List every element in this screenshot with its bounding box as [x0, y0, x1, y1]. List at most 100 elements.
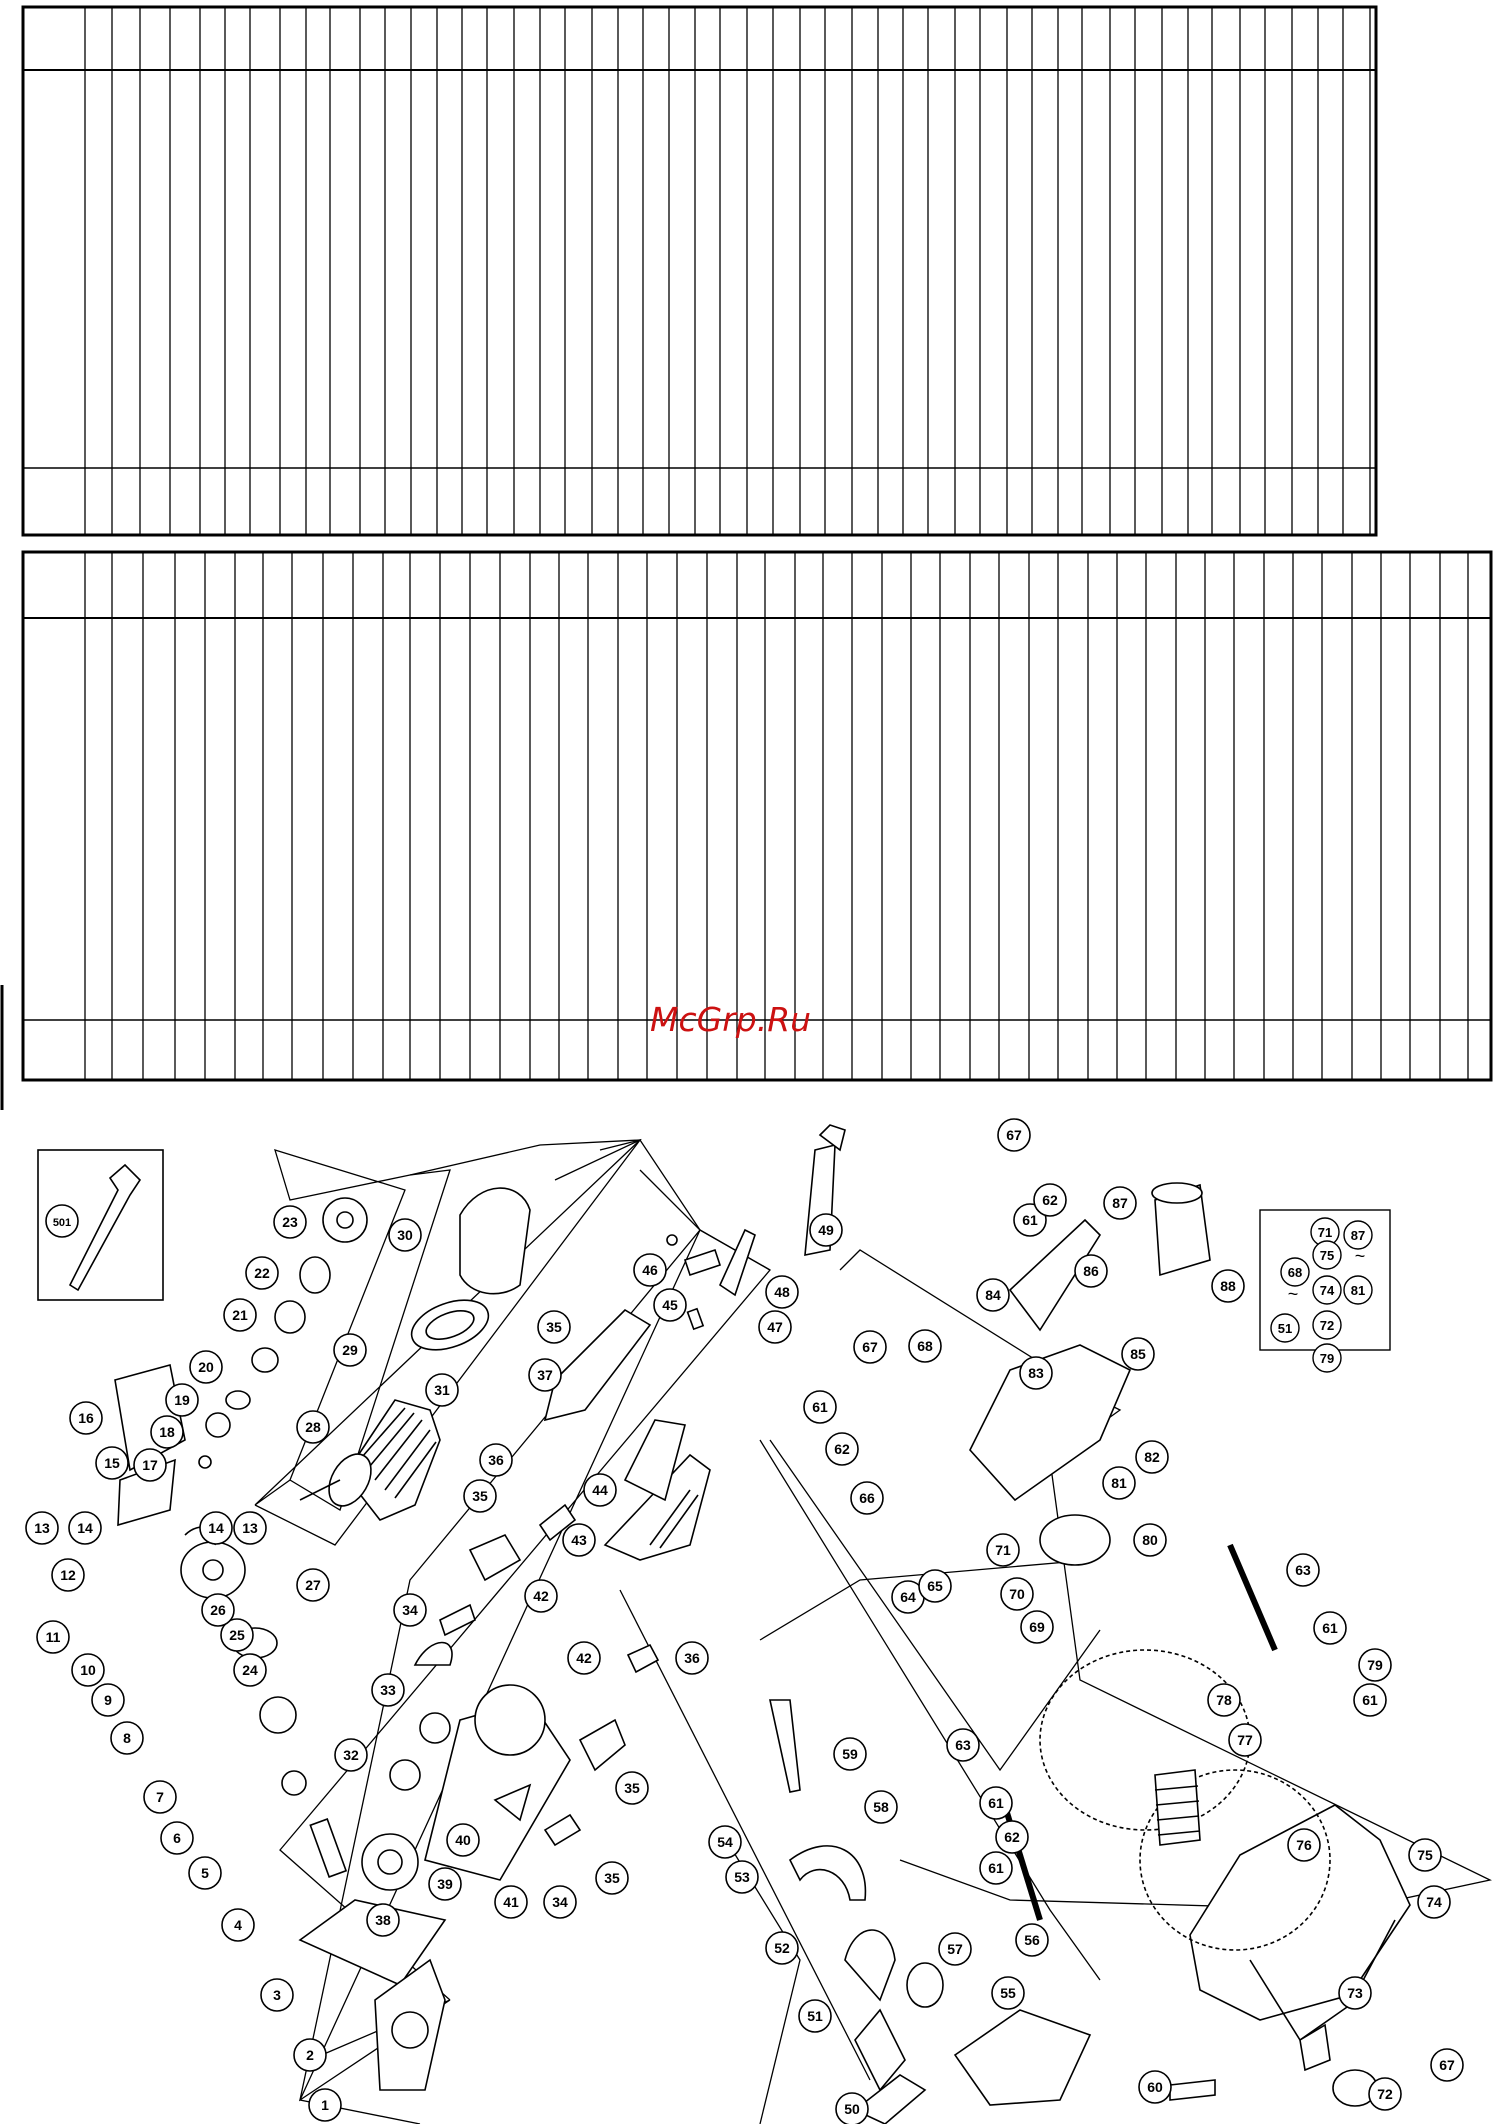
- callout-c38: 38: [366, 1903, 400, 1937]
- callout-circle: [853, 1330, 887, 1364]
- switch-part: [623, 1419, 686, 1502]
- callout-number: 35: [604, 1870, 620, 1886]
- callout-c21: 21: [223, 1298, 257, 1332]
- callout-number: 82: [1144, 1449, 1160, 1465]
- callout-number: 67: [1006, 1127, 1022, 1143]
- diamond-blade-part: [1039, 1649, 1251, 1831]
- callout-circle: [273, 1205, 307, 1239]
- callout-c17: 17: [133, 1448, 167, 1482]
- parts-table-top: [21, 5, 1378, 537]
- callout-circle: [1103, 1186, 1137, 1220]
- callout-c61f: 61: [1353, 1683, 1387, 1717]
- callout-number: 61: [988, 1795, 1004, 1811]
- wheel-guard-part: [1189, 1804, 1411, 2021]
- callout-c13a: 13: [25, 1511, 59, 1545]
- callout-c7: 7: [143, 1780, 177, 1814]
- callout-c2: 2: [293, 2038, 327, 2072]
- callout-number: 34: [402, 1602, 418, 1618]
- callout-number: 38: [375, 1912, 391, 1928]
- callout-c9: 9: [91, 1683, 125, 1717]
- field-part: [459, 1187, 531, 1295]
- callout-number: 52: [774, 1940, 790, 1956]
- callout-circle: [1013, 1203, 1047, 1237]
- setbox-circle: [1312, 1240, 1342, 1270]
- callout-c32: 32: [334, 1738, 368, 1772]
- callout-circle: [25, 1511, 59, 1545]
- callout-number: 61: [988, 1860, 1004, 1876]
- callout-number: 34: [552, 1894, 568, 1910]
- callout-c51: 51: [798, 1999, 832, 2033]
- callout-number: 61: [1362, 1692, 1378, 1708]
- setbox-number: 68: [1288, 1265, 1302, 1280]
- callout-circle: [979, 1851, 1013, 1885]
- setbox-circle: [1312, 1275, 1342, 1305]
- callout-number: 44: [592, 1482, 608, 1498]
- spindle-part: [309, 1818, 348, 1878]
- callout-circle: [825, 1432, 859, 1466]
- callout-number: 5: [201, 1865, 209, 1881]
- callout-c54: 54: [708, 1825, 742, 1859]
- callout-c85: 85: [1121, 1337, 1155, 1371]
- setbox-circle: [1270, 1313, 1300, 1343]
- callout-c31: 31: [425, 1373, 459, 1407]
- callout-circle: [446, 1823, 480, 1857]
- callout-c76: 76: [1287, 1828, 1321, 1862]
- setbox-circle: [1280, 1257, 1310, 1287]
- callout-number: 62: [834, 1441, 850, 1457]
- callout-c63b: 63: [946, 1728, 980, 1762]
- callout-circle: [1138, 2070, 1172, 2104]
- callout-number: 13: [242, 1520, 258, 1536]
- side-handle-part: [853, 2074, 927, 2124]
- callout-c66: 66: [850, 1481, 884, 1515]
- wrench-icon: [68, 1163, 142, 1292]
- callout-number: 6: [173, 1830, 181, 1846]
- callout-number: 77: [1237, 1732, 1253, 1748]
- callout-number: 59: [842, 1746, 858, 1762]
- setbox-tilde: ~: [1288, 1284, 1299, 1304]
- callout-circle: [71, 1653, 105, 1687]
- callout-number: 27: [305, 1577, 321, 1593]
- callout-c61a: 61: [1013, 1203, 1047, 1237]
- watermark-text: McGrp.Ru: [650, 1000, 812, 1039]
- setbox-number: 51: [1278, 1321, 1292, 1336]
- callout-number: 45: [662, 1297, 678, 1313]
- callout-c15: 15: [95, 1446, 129, 1480]
- callout-number: 88: [1220, 1278, 1236, 1294]
- callout-circle: [425, 1373, 459, 1407]
- armature-part: [299, 1399, 441, 1521]
- callout-number: 42: [533, 1588, 549, 1604]
- callout-c1: 1: [308, 2088, 342, 2122]
- callout-circle: [1207, 1683, 1241, 1717]
- callout-c57: 57: [938, 1932, 972, 1966]
- callout-circle: [537, 1310, 571, 1344]
- callout-c35b: 35: [537, 1310, 571, 1344]
- callout-number: 66: [859, 1490, 875, 1506]
- callout-number: 63: [1295, 1562, 1311, 1578]
- callout-circle: [1015, 1923, 1049, 1957]
- callout-c50: 50: [835, 2092, 869, 2124]
- callout-number: 46: [642, 1262, 658, 1278]
- callout-c52: 52: [765, 1931, 799, 1965]
- callout-number: 36: [684, 1650, 700, 1666]
- callout-number: 43: [571, 1532, 587, 1548]
- callout-circle: [562, 1523, 596, 1557]
- callout-circle: [991, 1976, 1025, 2010]
- callout-circle: [1020, 1610, 1054, 1644]
- gasket-part: [298, 1899, 447, 1987]
- callout-c41: 41: [494, 1885, 528, 1919]
- callout-circle: [393, 1593, 427, 1627]
- callout-c61c: 61: [979, 1786, 1013, 1820]
- callout-circle: [1358, 1648, 1392, 1682]
- callout-c5: 5: [188, 1856, 222, 1890]
- callout-c14a: 14: [68, 1511, 102, 1545]
- setbox-circle: [1343, 1220, 1373, 1250]
- callout-circle: [908, 1329, 942, 1363]
- callout-circle: [1074, 1254, 1108, 1288]
- callout-c69: 69: [1020, 1610, 1054, 1644]
- callout-c28: 28: [296, 1410, 330, 1444]
- callout-number: 20: [198, 1359, 214, 1375]
- callout-number: 85: [1130, 1346, 1146, 1362]
- callout-number: 11: [46, 1629, 61, 1645]
- callout-number: 65: [927, 1578, 943, 1594]
- callout-circle: [371, 1673, 405, 1707]
